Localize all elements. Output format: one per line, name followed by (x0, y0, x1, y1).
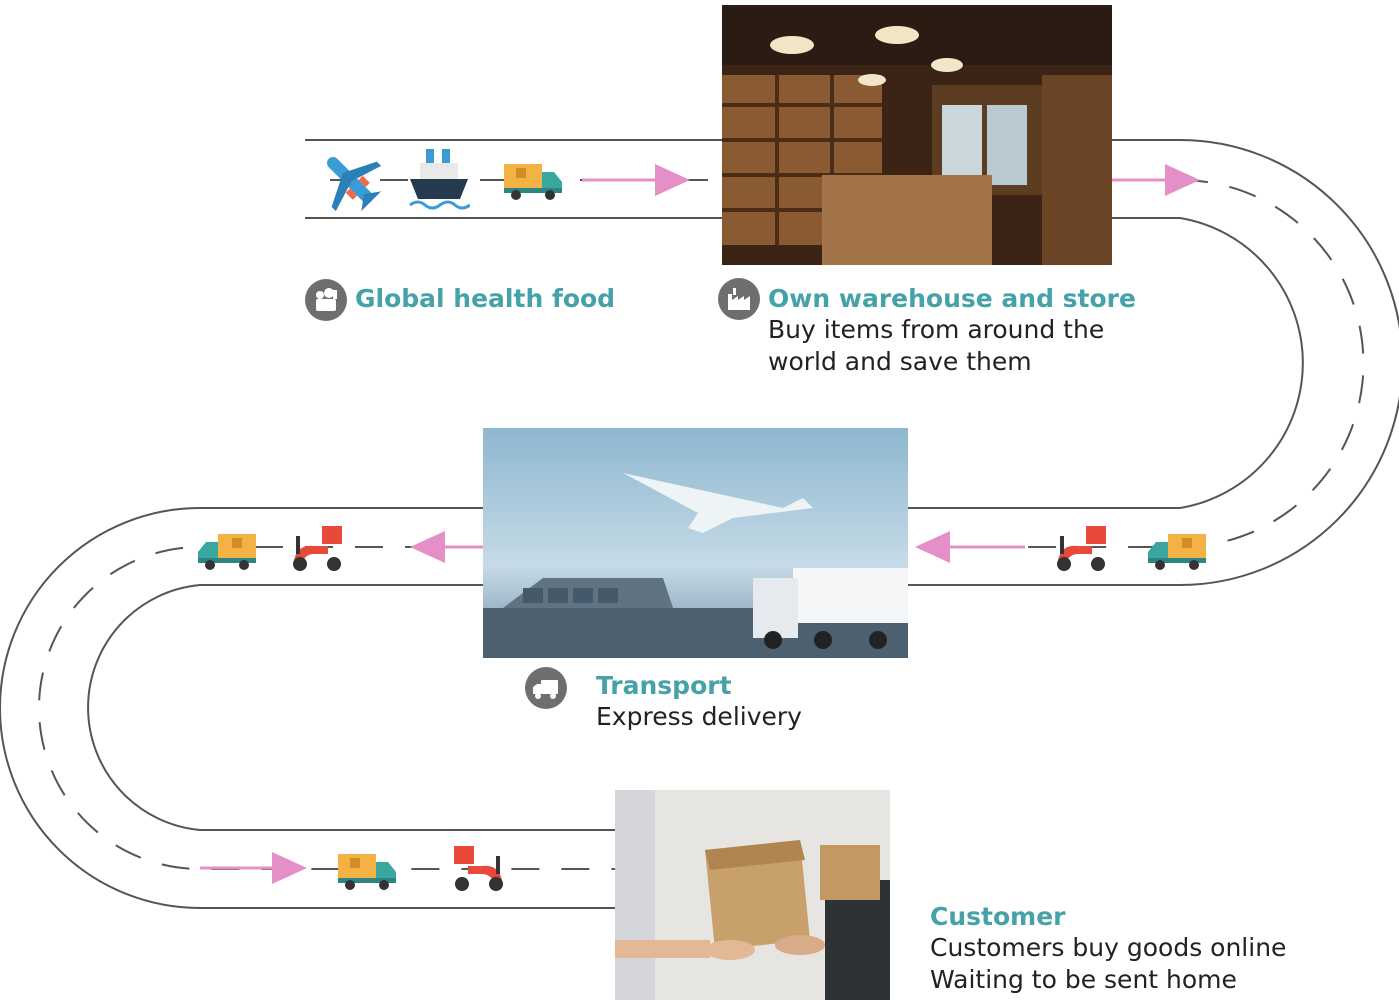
arrow-right-2 (1112, 164, 1200, 196)
airplane-ship-truck-photo (483, 428, 908, 658)
arrow-right-3 (200, 852, 307, 884)
flow-arrows (200, 164, 1200, 884)
stage-title-customer: Customer (930, 902, 1066, 931)
arrow-left-2 (410, 531, 483, 563)
scooter-icon (448, 840, 508, 894)
truck-icon (336, 848, 398, 892)
airplane-icon (316, 146, 384, 214)
ship-icon (408, 147, 470, 213)
stage-desc-customer-2: Waiting to be sent home (930, 965, 1237, 994)
stage-desc-customer-1: Customers buy goods online (930, 933, 1287, 962)
stage-desc-warehouse-1: Buy items from around the (768, 315, 1105, 344)
stage-title-warehouse: Own warehouse and store (768, 284, 1136, 313)
scooter-icon (1052, 520, 1112, 574)
arrow-right-1 (582, 164, 690, 196)
box-handover-photo (615, 790, 890, 1000)
delivery-truck-icon (525, 667, 567, 709)
stage-title-transport: Transport (596, 671, 732, 700)
stage-desc-warehouse-2: world and save them (768, 347, 1032, 376)
store-interior-photo (722, 5, 1112, 265)
truck-icon (502, 158, 564, 202)
factory-icon (718, 278, 760, 320)
truck-icon (196, 528, 258, 572)
stage-title-global: Global health food (355, 284, 616, 313)
arrow-left-1 (915, 531, 1025, 563)
truck-icon (1146, 528, 1208, 572)
stage-desc-transport: Express delivery (596, 702, 802, 731)
scooter-icon (288, 520, 348, 574)
food-basket-icon (305, 279, 347, 321)
